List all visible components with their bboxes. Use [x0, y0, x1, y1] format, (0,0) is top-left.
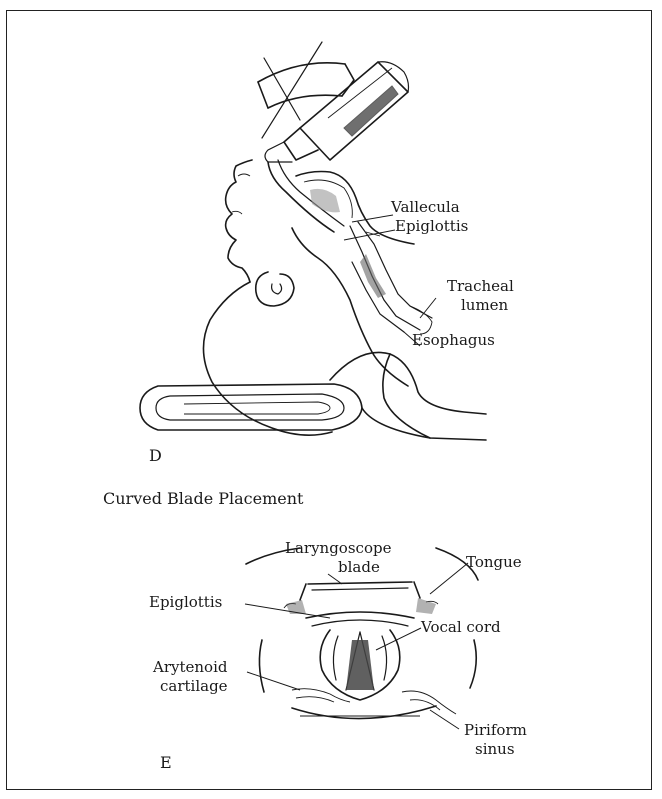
label-blade: blade [338, 558, 380, 576]
leader-vallecula [352, 215, 393, 222]
panel-letter-d: D [149, 446, 162, 465]
label-cartilage: cartilage [160, 677, 228, 695]
label-vallecula: Vallecula [390, 198, 460, 216]
label-sinus: sinus [475, 740, 515, 758]
torso-outline [330, 352, 486, 414]
laryngoscope-handle [265, 62, 409, 162]
label-epiglottis-e: Epiglottis [149, 593, 222, 611]
label-esophagus: Esophagus [412, 331, 495, 349]
label-arytenoid: Arytenoid [152, 658, 228, 676]
leader-arytenoid [247, 672, 300, 690]
label-epiglottis: Epiglottis [395, 217, 468, 235]
pillow [140, 384, 486, 440]
panel-letter-e: E [160, 753, 172, 772]
label-lumen: lumen [461, 296, 509, 314]
label-laryngoscope: Laryngoscope [285, 539, 392, 557]
label-piriform: Piriform [464, 721, 527, 739]
label-tracheal: Tracheal [447, 277, 514, 295]
laryngoscope-blade [284, 582, 438, 608]
glottis [320, 630, 400, 700]
leader-tongue [430, 563, 468, 594]
laryngeal-view-diagram: Laryngoscope blade Tongue Epiglottis Voc… [149, 539, 527, 772]
label-vocal-cord: Vocal cord [420, 618, 501, 636]
leader-tracheal-lumen [420, 298, 436, 318]
sagittal-diagram: Vallecula Epiglottis Tracheal lumen Esop… [140, 42, 514, 465]
figure-caption: Curved Blade Placement [103, 489, 304, 508]
label-tongue: Tongue [466, 553, 522, 571]
